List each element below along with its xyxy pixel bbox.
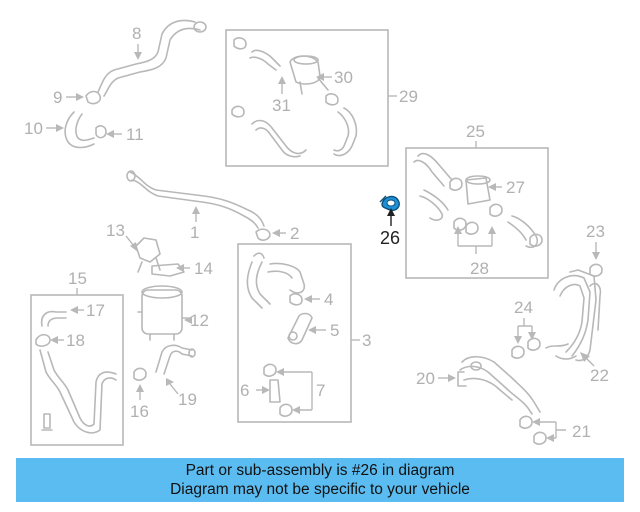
pipe-1-group: 1 2 bbox=[126, 170, 299, 243]
callout-30: 30 bbox=[334, 68, 353, 87]
callout-27: 27 bbox=[506, 178, 525, 197]
callout-26: 26 bbox=[380, 228, 400, 248]
callout-7: 7 bbox=[316, 381, 325, 400]
callout-20: 20 bbox=[416, 369, 435, 388]
callout-6: 6 bbox=[240, 381, 249, 400]
callout-29: 29 bbox=[399, 87, 418, 106]
callout-21: 21 bbox=[572, 422, 591, 441]
callout-14: 14 bbox=[194, 259, 213, 278]
callout-25: 25 bbox=[466, 122, 485, 141]
box-29: 29 30 31 bbox=[225, 29, 418, 167]
callout-3: 3 bbox=[362, 331, 371, 350]
callout-23: 23 bbox=[586, 222, 605, 241]
callout-2: 2 bbox=[290, 224, 299, 243]
bracket-group-13-14: 13 14 bbox=[106, 221, 213, 278]
banner-line-2: Diagram may not be specific to your vehi… bbox=[170, 481, 470, 498]
callout-4: 4 bbox=[324, 290, 333, 309]
callout-16: 16 bbox=[130, 402, 149, 421]
callout-9: 9 bbox=[53, 88, 62, 107]
callout-10: 10 bbox=[24, 119, 43, 138]
pipe-group-22-24: 23 22 24 bbox=[511, 222, 609, 385]
callout-11: 11 bbox=[126, 125, 144, 144]
callout-5: 5 bbox=[330, 321, 339, 340]
info-banner: Part or sub-assembly is #26 in diagram D… bbox=[16, 458, 624, 502]
callout-8: 8 bbox=[132, 24, 141, 43]
pipe-group-20-21: 20 21 bbox=[416, 355, 591, 445]
box-15: 15 17 18 bbox=[30, 269, 124, 446]
callout-12: 12 bbox=[190, 311, 209, 330]
callout-19: 19 bbox=[178, 390, 197, 409]
callout-15: 15 bbox=[68, 269, 87, 288]
callout-31: 31 bbox=[272, 96, 291, 115]
box-3: 3 4 5 6 7 bbox=[237, 243, 371, 423]
hose-group-8-11: 8 9 10 11 bbox=[24, 19, 207, 149]
banner-line-1: Part or sub-assembly is #26 in diagram bbox=[185, 462, 455, 479]
pump-group-12-16-19: 12 16 19 bbox=[130, 285, 209, 421]
callout-1: 1 bbox=[190, 223, 199, 242]
callout-28: 28 bbox=[470, 259, 489, 278]
callout-24: 24 bbox=[514, 298, 533, 317]
callout-17: 17 bbox=[86, 301, 105, 320]
callout-18: 18 bbox=[66, 331, 85, 350]
callout-22: 22 bbox=[590, 366, 609, 385]
box-25: 25 27 28 bbox=[405, 122, 549, 279]
highlighted-part-26[interactable]: 26 bbox=[379, 195, 400, 248]
callout-13: 13 bbox=[106, 221, 125, 240]
